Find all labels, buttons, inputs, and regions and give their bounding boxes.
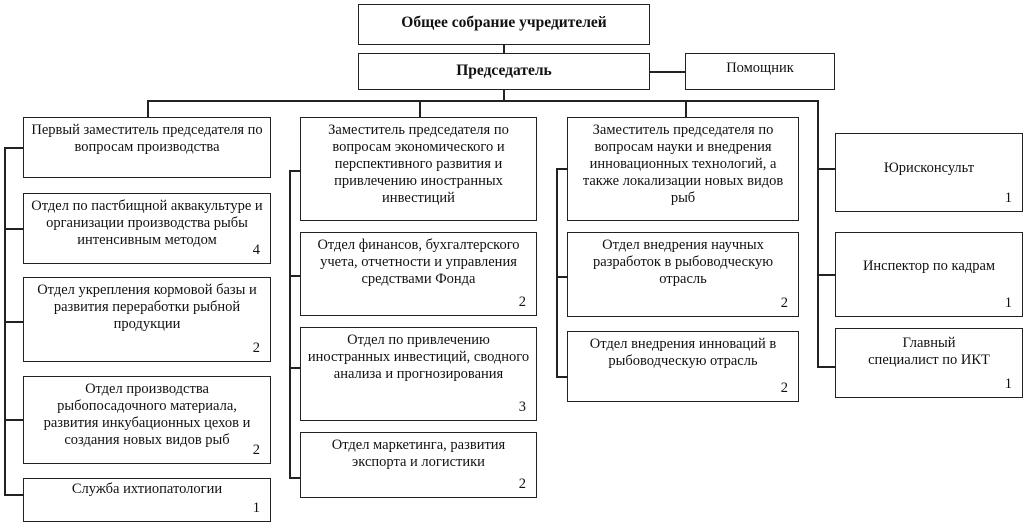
box-label: Отдел маркетинга, развития экспорта и ло… xyxy=(331,437,506,470)
legal-advisor-box: Юрисконсульт 1 xyxy=(835,133,1023,212)
staff-count: 2 xyxy=(518,476,526,492)
connector xyxy=(289,477,300,479)
assistant-box: Помощник xyxy=(685,53,835,90)
chairman-label: Председатель xyxy=(456,62,552,79)
connector xyxy=(817,366,835,368)
department-box: Отдел по привлечению иностранных инвести… xyxy=(300,327,537,421)
department-box: Отдел маркетинга, развития экспорта и ло… xyxy=(300,432,537,498)
connector xyxy=(289,170,300,172)
staff-count: 3 xyxy=(518,399,526,415)
staff-count: 1 xyxy=(1004,295,1012,311)
assembly-box: Общее собрание учредителей xyxy=(358,4,650,45)
connector xyxy=(817,168,835,170)
connector xyxy=(556,168,567,170)
staff-count: 2 xyxy=(252,442,260,458)
box-label: Отдел по пастбищной аквакультуре и орган… xyxy=(31,198,263,248)
box-label: Отдел финансов, бухгалтерского учета, от… xyxy=(317,237,520,287)
connector xyxy=(556,276,567,278)
department-box: Отдел финансов, бухгалтерского учета, от… xyxy=(300,232,537,316)
box-label: Отдел укрепления кормовой базы и развити… xyxy=(37,282,257,332)
connector xyxy=(685,100,687,117)
first-deputy-box: Первый заместитель председателя по вопро… xyxy=(23,117,271,178)
box-label: Главный специалист по ИКТ xyxy=(868,335,990,368)
ict-specialist-box: Главный специалист по ИКТ 1 xyxy=(835,328,1023,398)
department-box: Служба ихтиопатологии 1 xyxy=(23,478,271,522)
box-label: Отдел по привлечению иностранных инвести… xyxy=(307,332,530,382)
connector xyxy=(4,321,23,323)
staff-count: 4 xyxy=(252,242,260,258)
staff-count: 2 xyxy=(780,380,788,396)
connector xyxy=(817,274,835,276)
assembly-label: Общее собрание учредителей xyxy=(401,14,607,31)
assistant-label: Помощник xyxy=(726,60,794,76)
department-box: Отдел производства рыбопосадочного матер… xyxy=(23,376,271,464)
box-label: Отдел производства рыбопосадочного матер… xyxy=(43,381,251,448)
staff-count: 1 xyxy=(1004,190,1012,206)
box-label: Отдел внедрения инноваций в рыбоводческу… xyxy=(589,336,777,369)
department-box: Отдел внедрения научных разработок в рыб… xyxy=(567,232,799,317)
box-label: Заместитель председателя по вопросам эко… xyxy=(328,122,509,206)
connector xyxy=(556,376,567,378)
staff-count: 2 xyxy=(780,295,788,311)
economic-deputy-box: Заместитель председателя по вопросам эко… xyxy=(300,117,537,221)
connector xyxy=(4,147,23,149)
department-box: Отдел внедрения инноваций в рыбоводческу… xyxy=(567,331,799,402)
box-label: Служба ихтиопатологии xyxy=(71,481,223,497)
staff-count: 1 xyxy=(1004,376,1012,392)
box-label: Заместитель председателя по вопросам нау… xyxy=(582,122,784,206)
connector xyxy=(289,275,300,277)
connector xyxy=(419,100,421,117)
staff-count: 2 xyxy=(252,340,260,356)
chairman-box: Председатель xyxy=(358,53,650,90)
connector xyxy=(503,89,505,100)
connector xyxy=(4,228,23,230)
department-box: Отдел по пастбищной аквакультуре и орган… xyxy=(23,193,271,264)
box-label: Первый заместитель председателя по вопро… xyxy=(31,122,263,155)
hr-inspector-box: Инспектор по кадрам 1 xyxy=(835,232,1023,317)
box-label: Отдел внедрения научных разработок в рыб… xyxy=(592,237,774,287)
box-label: Инспектор по кадрам xyxy=(862,258,996,274)
department-box: Отдел укрепления кормовой базы и развити… xyxy=(23,277,271,362)
connector xyxy=(147,100,818,102)
connector xyxy=(289,367,300,369)
connector xyxy=(649,71,685,73)
staff-count: 1 xyxy=(252,500,260,516)
connector xyxy=(4,494,23,496)
connector xyxy=(817,100,819,367)
connector xyxy=(289,170,291,478)
connector xyxy=(4,419,23,421)
connector xyxy=(147,100,149,117)
science-deputy-box: Заместитель председателя по вопросам нау… xyxy=(567,117,799,221)
connector xyxy=(556,168,558,377)
staff-count: 2 xyxy=(518,294,526,310)
connector xyxy=(503,44,505,54)
box-label: Юрисконсульт xyxy=(883,160,975,176)
